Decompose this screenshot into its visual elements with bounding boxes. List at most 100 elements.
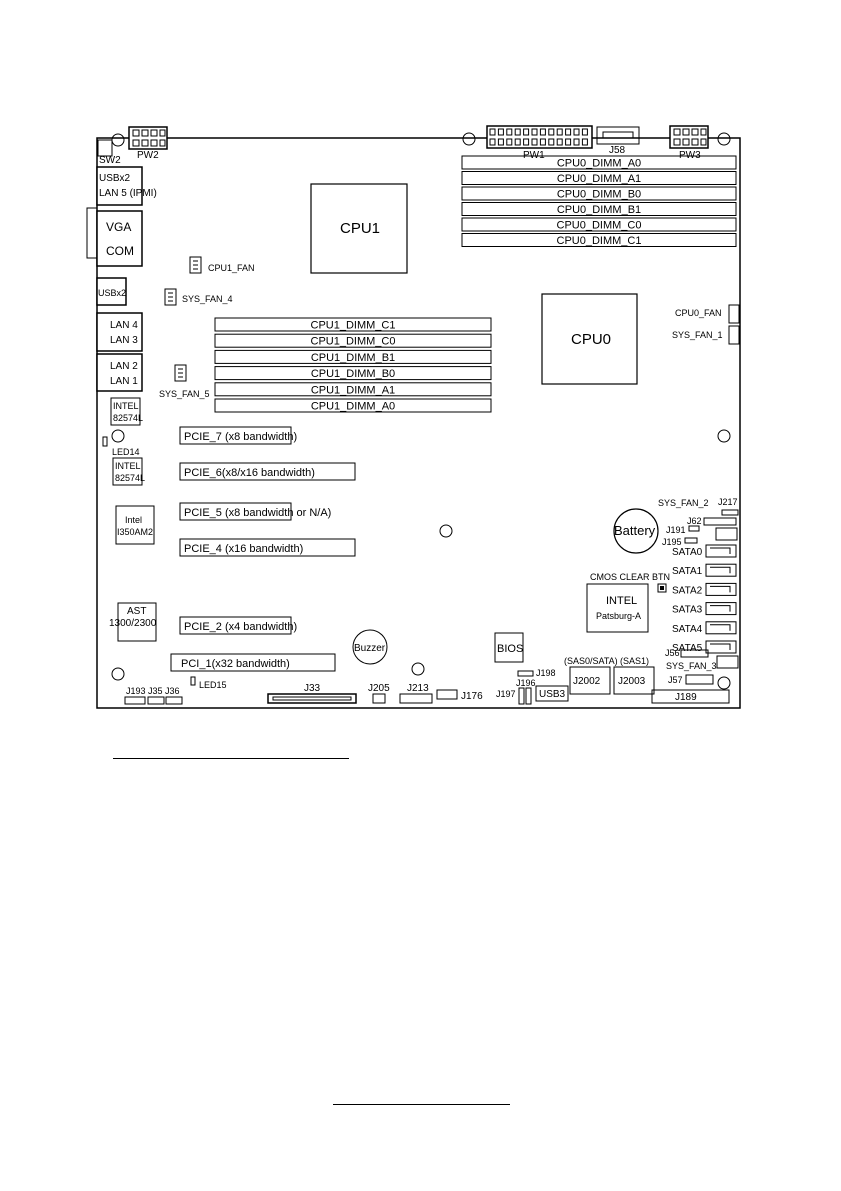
lan3-label: LAN 3 xyxy=(110,335,138,346)
cpu1-dimm-label: CPU1_DIMM_C1 xyxy=(311,320,396,332)
sw2-switch xyxy=(97,139,113,157)
sata-label: SATA1 xyxy=(672,566,703,577)
j62-header xyxy=(703,517,737,526)
intel-i350am2-chip xyxy=(115,505,155,545)
j195-header xyxy=(684,537,698,544)
cpu1-dimm-label: CPU1_DIMM_A1 xyxy=(311,384,395,396)
cpu1-dimm-label: CPU1_DIMM_C0 xyxy=(311,336,396,348)
sata-label: SATA2 xyxy=(672,585,703,596)
j35-header xyxy=(147,696,165,705)
battery xyxy=(613,508,659,554)
cpu1-dimm-slot xyxy=(214,382,492,397)
pci1-label: PCI_1(x32 bandwidth) xyxy=(181,658,290,670)
pcie2-label: PCIE_2 (x4 bandwidth) xyxy=(184,621,297,633)
intel3-label-1: Intel xyxy=(125,515,142,525)
ast-label-1: AST xyxy=(127,606,146,617)
usb3-label: USB3 xyxy=(539,689,566,700)
cpu0-dimm-label: CPU0_DIMM_A0 xyxy=(557,158,641,170)
j33-label: J33 xyxy=(304,683,321,694)
lan34-port xyxy=(96,312,143,352)
cpu0-dimm-slot xyxy=(461,155,737,170)
sata-label: SATA4 xyxy=(672,624,703,635)
sata-connector xyxy=(705,621,737,635)
pcie5-label: PCIE_5 (x8 bandwidth or N/A) xyxy=(184,507,331,519)
j2003-label: J2003 xyxy=(618,676,646,687)
intel1-label-2: 82574L xyxy=(113,413,143,423)
pcie-6-slot xyxy=(179,462,356,481)
pci-1-slot xyxy=(170,653,336,672)
sata-connector xyxy=(705,640,737,654)
usb-lan5-port xyxy=(96,166,143,206)
cpu0-label: CPU0 xyxy=(571,331,611,348)
usb-lan5-label-2: LAN 5 (IPMI) xyxy=(99,188,157,199)
vga-com-port xyxy=(96,210,143,267)
sys-fan-2-label: SYS_FAN_2 xyxy=(658,498,709,508)
cpu0-fan-header xyxy=(728,304,740,324)
cpu1-dimm-label: CPU1_DIMM_A0 xyxy=(311,401,395,413)
sata-connector xyxy=(705,544,737,558)
sys-fan-2-header xyxy=(715,527,738,541)
cpu1-dimm-slots: CPU1_DIMM_C1CPU1_DIMM_C0CPU1_DIMM_B1CPU1… xyxy=(214,317,492,413)
mount-hole xyxy=(111,667,125,681)
mount-hole xyxy=(439,524,453,538)
led14-label: LED14 xyxy=(112,447,140,457)
j57-header xyxy=(685,674,714,685)
board-outline xyxy=(96,137,741,709)
buzzer xyxy=(352,629,388,665)
j217-label: J217 xyxy=(718,497,738,507)
j57-label: J57 xyxy=(668,675,683,685)
sys-fan-1-header xyxy=(728,325,740,345)
sys-fan-4-label: SYS_FAN_4 xyxy=(182,294,233,304)
j2003-connector xyxy=(613,666,655,695)
cpu0-dimm-slots: CPU0_DIMM_A0CPU0_DIMM_A1CPU0_DIMM_B0CPU0… xyxy=(461,155,737,247)
vga-label: VGA xyxy=(106,220,131,234)
sys-fan-5-label: SYS_FAN_5 xyxy=(159,389,210,399)
text-rule-2 xyxy=(333,1104,510,1105)
j176-header xyxy=(436,689,458,700)
cmos-clear-button xyxy=(657,583,667,593)
j196-header xyxy=(525,687,532,705)
j195-label: J195 xyxy=(662,537,682,547)
intel2-label-1: INTEL xyxy=(115,461,141,471)
cpu0-socket xyxy=(541,293,638,385)
j198-label: J198 xyxy=(536,668,556,678)
intel3-label-2: I350AM2 xyxy=(117,527,153,537)
j189-label: J189 xyxy=(675,692,697,703)
mount-hole xyxy=(462,132,476,146)
sys-fan-3-label: SYS_FAN_3 xyxy=(666,661,717,671)
cpu1-fan-header xyxy=(189,256,202,274)
j189-header xyxy=(651,689,730,704)
j2002-label: J2002 xyxy=(573,676,601,687)
com-label: COM xyxy=(106,244,134,258)
j36-label: J36 xyxy=(165,686,180,696)
lan4-label: LAN 4 xyxy=(110,320,138,331)
mount-hole xyxy=(717,132,731,146)
intel1-label-1: INTEL xyxy=(113,401,139,411)
pcie-7-slot xyxy=(179,426,292,445)
j58-label: J58 xyxy=(609,145,626,156)
j198-header xyxy=(517,670,534,677)
cpu0-dimm-slot xyxy=(461,217,737,232)
usb3-header xyxy=(535,685,569,702)
ast-label-2: 1300/2300 xyxy=(109,618,157,629)
ast-bmc-chip xyxy=(117,602,157,642)
cpu0-dimm-slot xyxy=(461,233,737,247)
led14 xyxy=(102,436,108,447)
bios-chip xyxy=(494,632,524,663)
cpu1-label: CPU1 xyxy=(340,220,380,237)
intel-82574l-chip-1 xyxy=(110,397,141,426)
sys-fan-1-label: SYS_FAN_1 xyxy=(672,330,723,340)
cpu1-dimm-slot xyxy=(214,333,492,348)
sas1-label: (SAS1) xyxy=(620,656,649,666)
pcie4-label: PCIE_4 (x16 bandwidth) xyxy=(184,543,303,555)
sys-fan-5-header xyxy=(174,364,187,382)
sata-label: SATA0 xyxy=(672,547,703,558)
intel-pch-chip xyxy=(586,583,649,633)
lan1-label: LAN 1 xyxy=(110,376,138,387)
sata-connector xyxy=(705,602,737,616)
j193-label: J193 xyxy=(126,686,146,696)
j62-label: J62 xyxy=(687,516,702,526)
cpu1-dimm-slot xyxy=(214,366,492,381)
cpu0-dimm-slot xyxy=(461,171,737,185)
